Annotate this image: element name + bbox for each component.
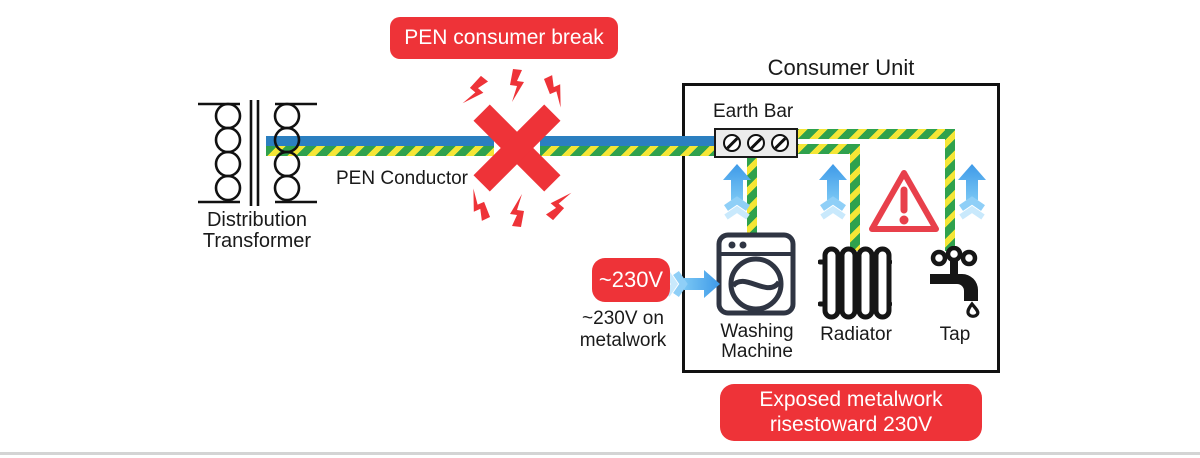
earth-core (266, 146, 494, 156)
transformer-label: Distribution Transformer (202, 209, 312, 252)
bottom-divider (0, 452, 1200, 455)
tap-label: Tap (939, 324, 971, 345)
terminal-screw-icon (771, 134, 789, 152)
terminal-screw-icon (747, 134, 765, 152)
lightning-bolt-icon (460, 69, 571, 110)
neutral-core (266, 136, 494, 146)
pen-conductor-cable-left (266, 136, 494, 156)
radiator-icon (818, 246, 892, 320)
pen-conductor-label: PEN Conductor (336, 168, 469, 189)
earth-bar-terminal-icon (714, 128, 798, 158)
earth-wire-radiator-vertical (850, 144, 860, 251)
up-arrow-icon (722, 164, 752, 220)
washing-machine-label: Washing Machine (720, 321, 794, 362)
earth-wire-radiator-horizontal (788, 144, 860, 154)
consumer-unit-label: Consumer Unit (767, 55, 915, 80)
earth-wire-tap-vertical (945, 129, 955, 251)
neutral-core (540, 136, 718, 146)
lightning-bolt-icon (463, 186, 573, 227)
voltage-badge: ~230V (592, 258, 670, 302)
radiator-label: Radiator (820, 324, 892, 345)
terminal-screw-icon (723, 134, 741, 152)
pen-break-badge: PEN consumer break (390, 17, 618, 59)
distribution-transformer-icon (198, 100, 317, 206)
metalwork-voltage-label: ~230V on metalwork (579, 308, 667, 351)
washing-machine-icon (716, 232, 796, 316)
exposed-metalwork-badge: Exposed metalwork risestoward 230V (720, 384, 982, 441)
tap-icon (930, 246, 980, 318)
break-x-bars (473, 104, 561, 192)
warning-triangle-icon (869, 170, 939, 232)
up-arrow-icon (818, 164, 848, 220)
earth-wire-washing-machine (747, 156, 757, 234)
up-arrow-icon (957, 164, 987, 220)
break-x-icon (460, 69, 582, 235)
earth-core (540, 146, 718, 156)
earth-bar-label: Earth Bar (713, 101, 794, 122)
right-arrow-icon (664, 269, 720, 299)
consumer-unit-box (682, 83, 1000, 373)
earth-wire-tap-horizontal (788, 129, 955, 139)
pen-conductor-cable-right (540, 136, 718, 156)
